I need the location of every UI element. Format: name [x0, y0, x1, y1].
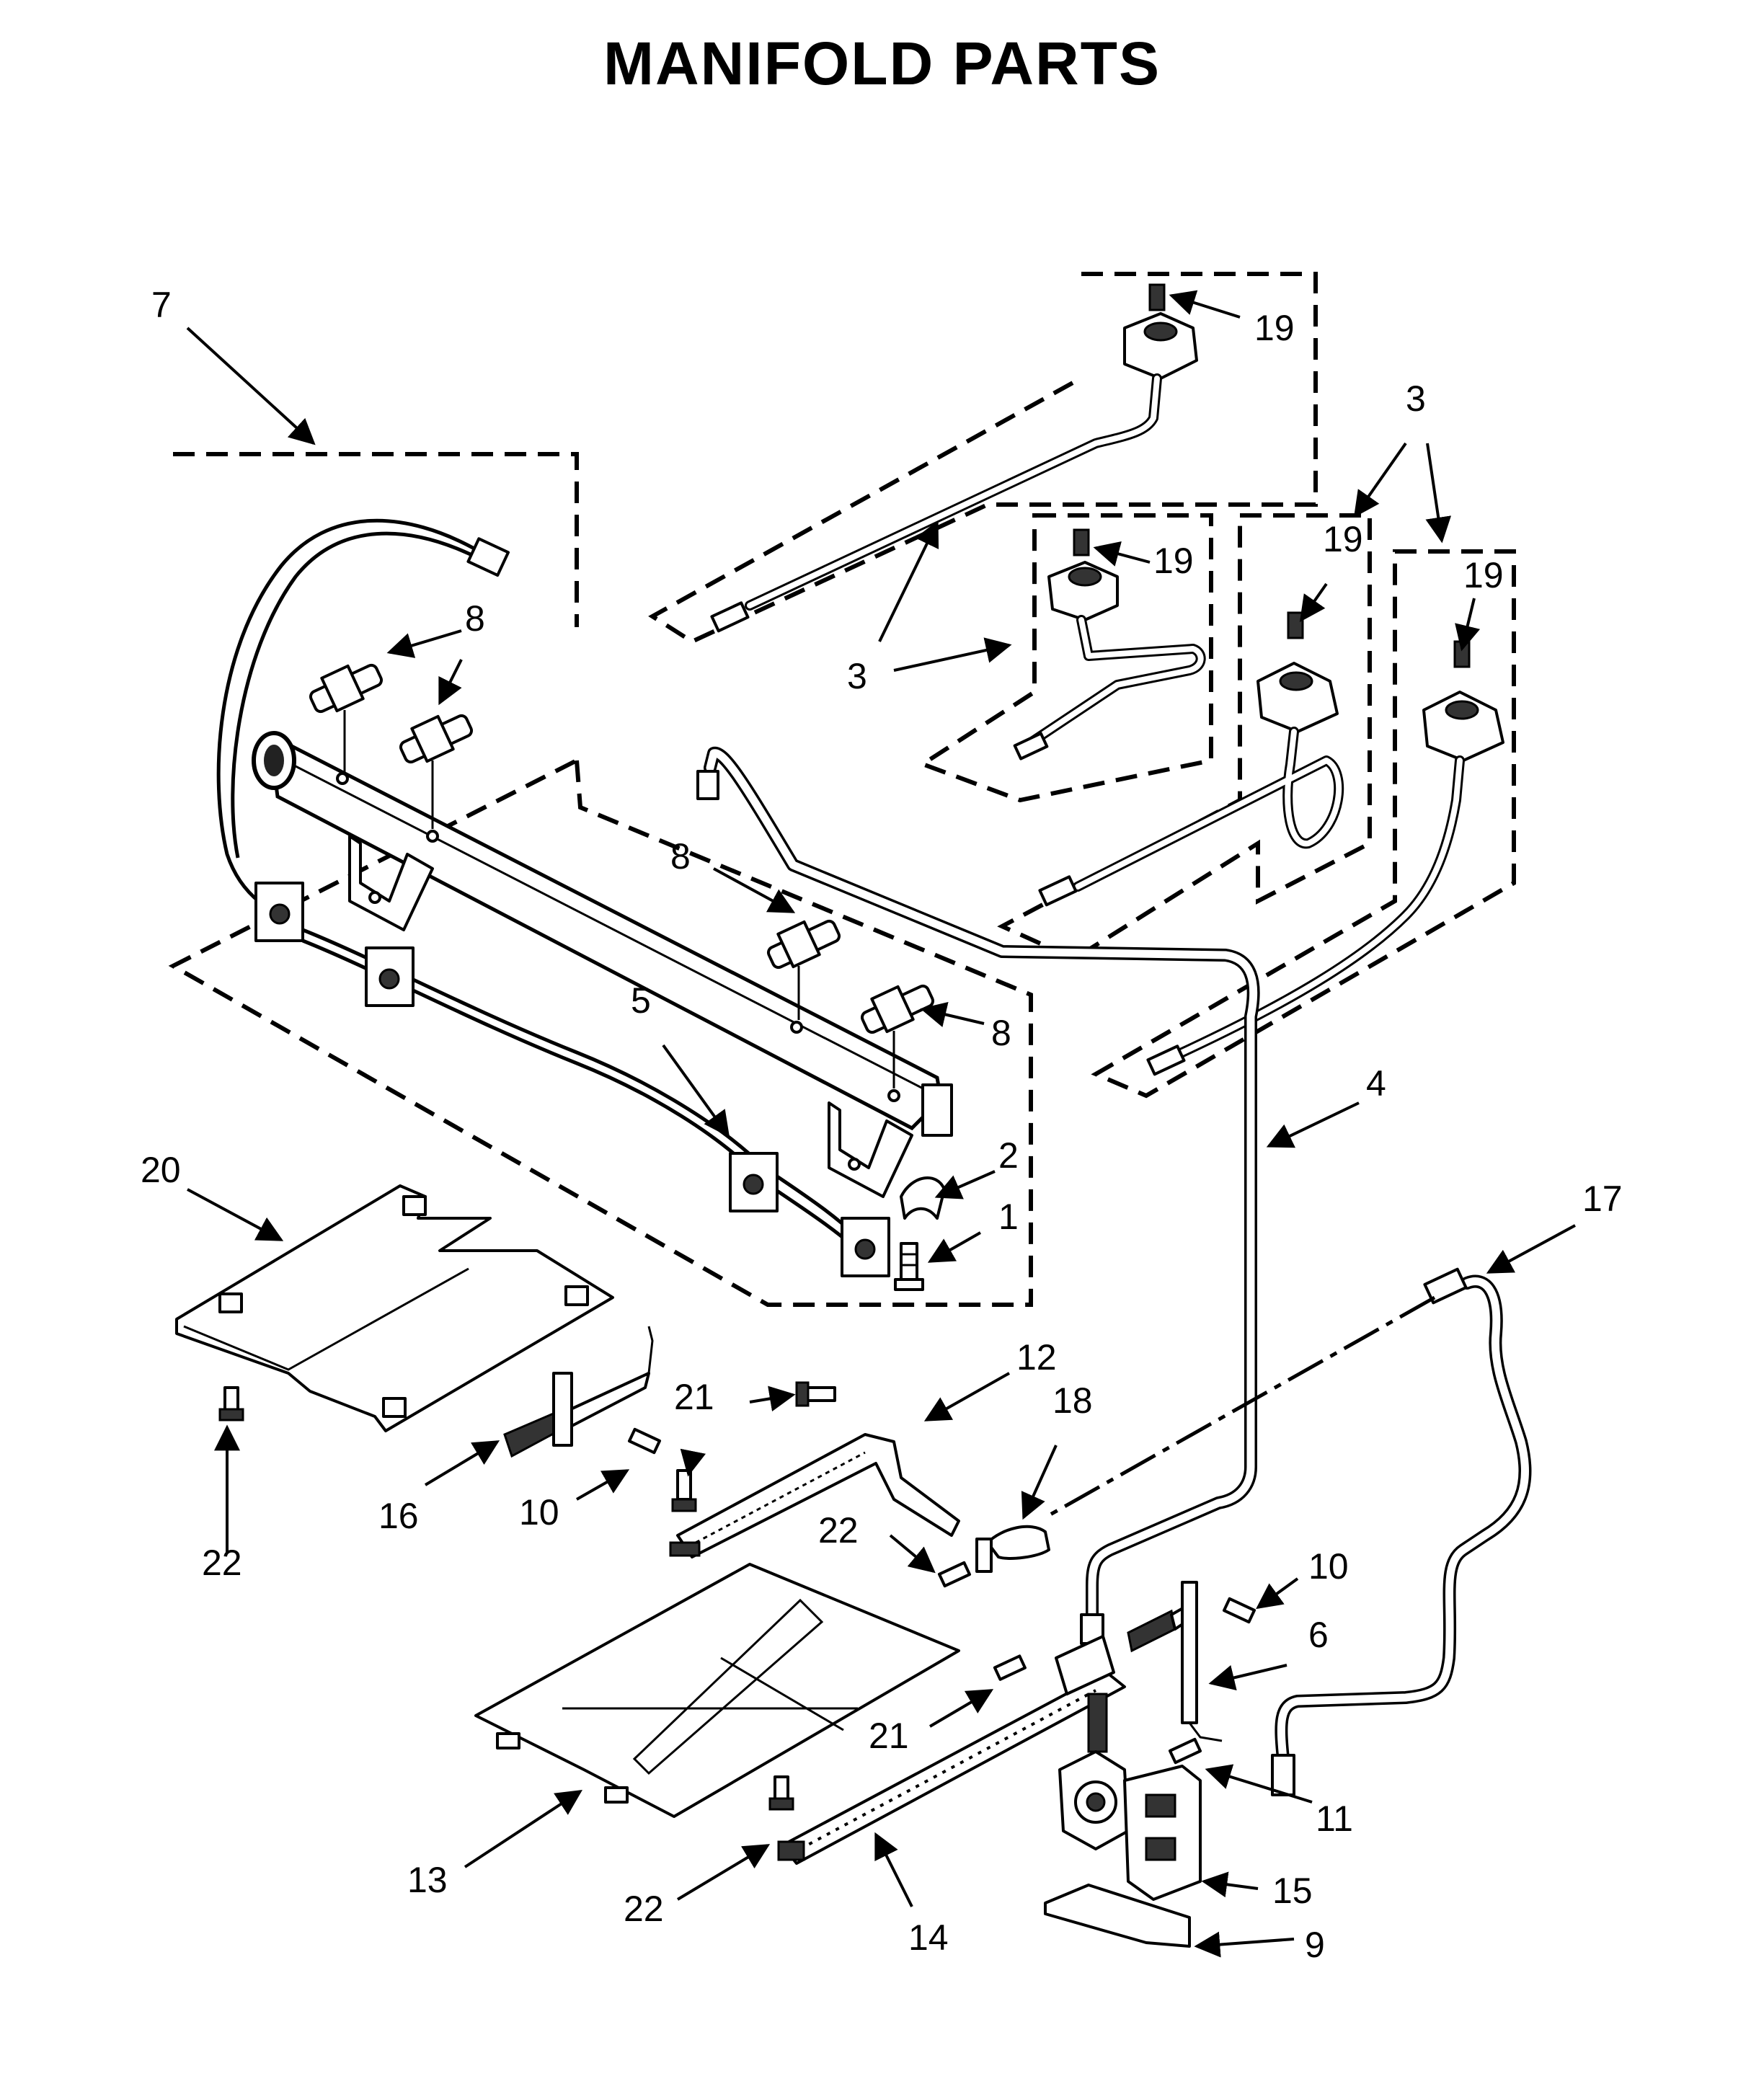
callout-8: 8 [465, 598, 485, 639]
oven-igniter [503, 1326, 654, 1458]
callout-17: 17 [1582, 1179, 1623, 1219]
assembly-dashline [1044, 1295, 1436, 1520]
screw-10a [627, 1427, 662, 1455]
callout-18: 18 [1052, 1380, 1093, 1421]
manifold-bracket-right [828, 1101, 913, 1198]
callout-labels: 7 19 3 19 19 19 3 8 8 8 5 4 2 1 20 17 12… [141, 285, 1623, 1965]
callout-4: 4 [1366, 1063, 1386, 1104]
callout-22: 22 [818, 1510, 859, 1551]
callout-19: 19 [1153, 541, 1194, 581]
oven-burner-tube [669, 1433, 1050, 1573]
manifold-bracket-left [348, 835, 434, 931]
callout-7: 7 [151, 285, 172, 325]
callout-8: 8 [670, 836, 691, 877]
callout-22: 22 [624, 1889, 664, 1929]
callout-3: 3 [1406, 378, 1426, 419]
boundary-manifold-assembly [168, 452, 1033, 1307]
screw-21a [795, 1381, 836, 1407]
burner-valve-4 [1146, 640, 1504, 1076]
callout-21: 21 [674, 1377, 714, 1417]
orifice-hood-4 [860, 984, 935, 1088]
boundary-valve-4 [1091, 549, 1516, 1099]
burner-valve-2 [1013, 528, 1206, 760]
callout-20: 20 [141, 1150, 181, 1190]
callout-11: 11 [1316, 1799, 1353, 1839]
orifice-hood-3 [766, 919, 841, 1020]
screw-22c [768, 1775, 794, 1811]
valve-bracket [1044, 1884, 1191, 1948]
callout-14: 14 [908, 1917, 949, 1958]
boundary-valve-3 [997, 513, 1372, 962]
screw-10b [1222, 1597, 1256, 1624]
manifold-pipe [252, 731, 953, 1137]
leader-lines [186, 290, 1576, 1958]
orifice-hood-2 [399, 714, 474, 829]
manifold-clamp [900, 1176, 946, 1220]
callout-22: 22 [202, 1543, 242, 1583]
callout-6: 6 [1308, 1615, 1329, 1655]
page-title: MANIFOLD PARTS [603, 30, 1161, 97]
burner-valve-3 [1038, 611, 1344, 907]
broil-igniter [1127, 1581, 1223, 1742]
screw-22a [218, 1386, 244, 1422]
callout-10: 10 [1308, 1546, 1349, 1587]
callout-1: 1 [998, 1197, 1019, 1237]
broil-baffle [175, 1184, 614, 1432]
callout-21: 21 [869, 1716, 909, 1756]
callout-5: 5 [631, 980, 651, 1021]
screw-21c [993, 1654, 1027, 1681]
orifice-hood-1 [309, 663, 384, 775]
oven-burner-baffle [474, 1563, 960, 1818]
manifold-screw [894, 1242, 924, 1291]
callout-9: 9 [1305, 1925, 1325, 1965]
safety-valve [1058, 1750, 1202, 1901]
screw-11 [1168, 1737, 1202, 1765]
broil-burner-tube [777, 1635, 1126, 1865]
igniter-harness [216, 518, 890, 1277]
callout-15: 15 [1272, 1871, 1313, 1911]
screw-21b [671, 1469, 697, 1512]
callout-19: 19 [1254, 308, 1295, 348]
callout-13: 13 [407, 1860, 448, 1900]
callout-12: 12 [1016, 1337, 1057, 1378]
callout-3: 3 [847, 656, 867, 696]
callout-19: 19 [1463, 555, 1504, 595]
callout-2: 2 [998, 1135, 1019, 1176]
boundary-valve-2 [918, 513, 1213, 803]
manifold-feed-tube [696, 746, 1260, 1645]
callout-8: 8 [991, 1013, 1011, 1053]
burner-valve-1 [710, 283, 1198, 633]
boundary-valve-1 [648, 272, 1318, 644]
callout-10: 10 [519, 1492, 559, 1533]
screw-22b [937, 1561, 972, 1588]
callout-19: 19 [1323, 519, 1363, 559]
callout-16: 16 [378, 1496, 419, 1536]
regulator-supply-tube [1271, 1267, 1532, 1796]
